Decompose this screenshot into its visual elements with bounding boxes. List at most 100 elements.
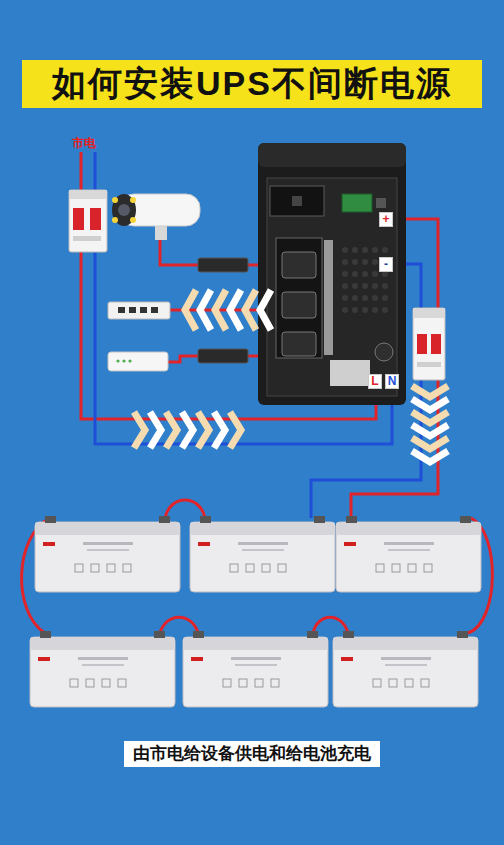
mains-breaker-part bbox=[73, 208, 84, 230]
ups-tower-part bbox=[258, 143, 406, 167]
ups-tower-part bbox=[324, 240, 333, 355]
flow-chevrons-part bbox=[245, 290, 256, 330]
terminal-label: - bbox=[384, 258, 388, 270]
mains-breaker-part bbox=[73, 236, 101, 241]
mains-breaker-part bbox=[69, 190, 107, 199]
flow-chevrons-part bbox=[182, 412, 193, 448]
ups-tower-part bbox=[342, 194, 372, 212]
camera-icon-part bbox=[130, 197, 136, 203]
ups-tower-part bbox=[276, 238, 322, 358]
terminal-label: N bbox=[388, 375, 397, 387]
terminal-box: N bbox=[385, 374, 399, 389]
caption-text: 由市电给设备供电和给电池充电 bbox=[133, 744, 371, 764]
ups-tower-part-part bbox=[382, 271, 388, 277]
flow-chevrons-part bbox=[412, 451, 448, 462]
battery-breaker-part bbox=[413, 308, 445, 380]
battery-bank bbox=[30, 516, 481, 707]
terminal-box: L bbox=[368, 374, 382, 389]
ups-tower-part-part bbox=[382, 283, 388, 289]
mains-breaker-part bbox=[69, 190, 107, 252]
mains-breaker-part bbox=[90, 208, 101, 230]
flow-chevrons bbox=[134, 290, 448, 462]
battery-bank-part bbox=[30, 631, 175, 707]
ups-tower-part-part bbox=[342, 307, 348, 313]
flow-chevrons-part bbox=[198, 412, 209, 448]
battery-wires-part bbox=[165, 500, 205, 518]
mains-breaker bbox=[69, 190, 107, 252]
ups-tower-part-part bbox=[342, 271, 348, 277]
battery-wires-part bbox=[160, 617, 198, 633]
switch-icon-part bbox=[108, 302, 170, 319]
ups-tower-part-part bbox=[352, 271, 358, 277]
mains-label: 市电 bbox=[72, 137, 96, 150]
device-wires-part bbox=[168, 356, 198, 362]
terminal-box: - bbox=[379, 257, 393, 272]
mains-wires-part bbox=[94, 152, 97, 192]
title-banner: 如何安装UPS不间断电源 bbox=[22, 60, 482, 108]
camera-icon-part bbox=[130, 217, 136, 223]
ups-tower-part bbox=[282, 332, 316, 356]
ups-tower-part bbox=[258, 143, 406, 405]
switch-icon-part bbox=[140, 307, 147, 313]
ups-tower-part bbox=[282, 252, 316, 278]
flow-chevrons-part bbox=[200, 290, 211, 330]
ups-tower-part-part bbox=[352, 247, 358, 253]
terminal-box: + bbox=[379, 212, 393, 227]
ups-tower-part-part bbox=[352, 283, 358, 289]
battery-wires bbox=[22, 219, 493, 633]
caption-banner: 由市电给设备供电和给电池充电 bbox=[124, 741, 380, 767]
battery-wires-part bbox=[313, 617, 348, 633]
camera-icon-part bbox=[112, 217, 118, 223]
ups-tower-part-part bbox=[362, 283, 368, 289]
switch-icon bbox=[108, 302, 170, 319]
ups-tower-part bbox=[375, 343, 393, 361]
flow-chevrons-part bbox=[166, 412, 177, 448]
ups-tower-part-part bbox=[342, 283, 348, 289]
power-adapters-part bbox=[198, 349, 248, 363]
terminal-label: + bbox=[382, 213, 389, 225]
switch-icon-part bbox=[151, 307, 158, 313]
router-icon-part bbox=[116, 359, 119, 362]
flow-chevrons-part bbox=[215, 290, 226, 330]
battery-breaker-part bbox=[417, 334, 427, 354]
flow-chevrons-part bbox=[260, 290, 271, 330]
flow-chevrons-part bbox=[230, 290, 241, 330]
ups-tower bbox=[258, 143, 406, 405]
mains-wires-part bbox=[80, 152, 83, 192]
ups-tower-part-part bbox=[382, 295, 388, 301]
ups-tower-part-part bbox=[382, 247, 388, 253]
ups-tower-part-part bbox=[342, 295, 348, 301]
camera-icon-part bbox=[118, 204, 130, 216]
flow-chevrons-part bbox=[230, 412, 241, 448]
battery-breaker-part bbox=[413, 308, 445, 318]
ups-tower-part bbox=[282, 292, 316, 318]
switch-icon-part bbox=[118, 307, 125, 313]
battery-breaker bbox=[413, 308, 445, 380]
flow-chevrons-part bbox=[150, 412, 161, 448]
ups-tower-part-part bbox=[342, 259, 348, 265]
ups-tower-part-part bbox=[362, 295, 368, 301]
battery-bank-part bbox=[336, 516, 481, 592]
flow-chevrons-part bbox=[412, 438, 448, 449]
ups-tower-part-part bbox=[362, 271, 368, 277]
ups-tower-part-part bbox=[362, 247, 368, 253]
flow-chevrons-part bbox=[412, 412, 448, 423]
ups-tower-part bbox=[330, 360, 370, 386]
camera-icon-part bbox=[112, 197, 118, 203]
power-adapters bbox=[198, 258, 248, 363]
camera-icon bbox=[112, 194, 200, 240]
ups-tower-part-part bbox=[372, 283, 378, 289]
router-icon-part bbox=[128, 359, 131, 362]
ups-tower-part bbox=[376, 198, 386, 208]
battery-bank-part bbox=[35, 516, 180, 592]
ups-tower-part-part bbox=[372, 271, 378, 277]
terminal-label: L bbox=[371, 375, 378, 387]
battery-bank-part bbox=[183, 631, 328, 707]
ups-tower-part-part bbox=[352, 259, 358, 265]
flow-chevrons-part bbox=[214, 412, 225, 448]
flow-chevrons-part bbox=[412, 386, 448, 397]
